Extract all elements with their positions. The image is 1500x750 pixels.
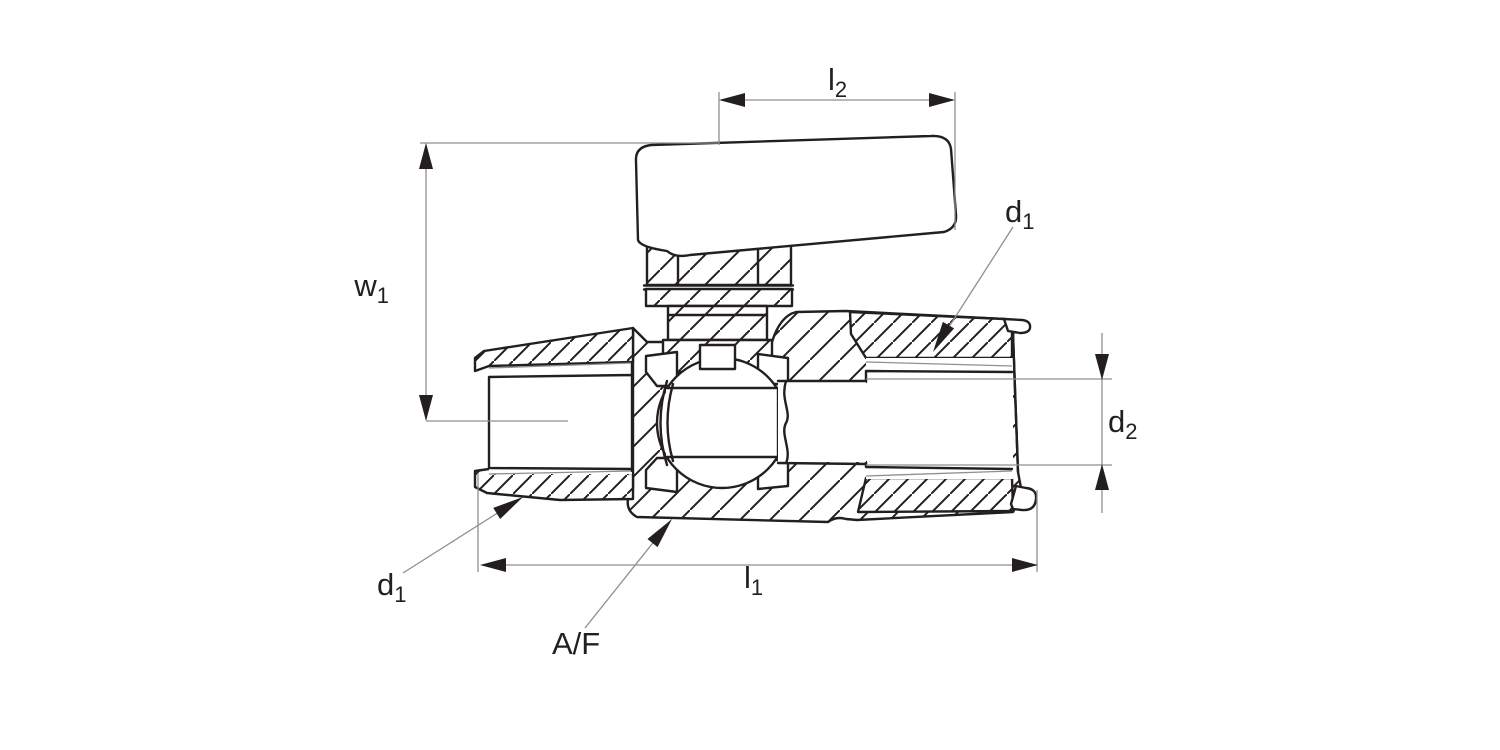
- seat-top-left: [644, 350, 679, 388]
- label-l1: l1: [744, 560, 763, 600]
- seat-crescent-lines: [659, 379, 675, 467]
- gland: [666, 304, 769, 342]
- dim-d2-arrow-top: [1095, 354, 1109, 380]
- right-port-top-wall: [848, 310, 1014, 360]
- stem-slot: [698, 343, 737, 371]
- dimension-d1-upper: d1: [927, 194, 1035, 356]
- right-chamber-bore-edges: [776, 379, 868, 466]
- dim-d2-arrow-bottom: [1095, 464, 1109, 490]
- seat-bottom-left: [644, 456, 679, 494]
- label-l2: l2: [828, 62, 847, 102]
- label-d1-lower: d1: [377, 567, 407, 607]
- dim-l2-arrow-right: [929, 93, 955, 107]
- dim-af-arrow: [647, 514, 678, 548]
- right-chamber-bore: [778, 382, 866, 462]
- label-d2: d2: [1108, 404, 1138, 444]
- left-port-top-wall: [473, 326, 635, 373]
- right-port-bore: [866, 358, 1013, 479]
- dimension-d2: d2: [866, 333, 1138, 513]
- dimension-d1-lower: d1: [377, 491, 527, 607]
- left-port-thread-relief-lines: [488, 362, 633, 475]
- dimensions: l2 w1 l1 d2 d1: [353, 62, 1137, 661]
- label-w1: w1: [353, 268, 389, 308]
- right-port-bottom-end-bead: [1009, 484, 1038, 512]
- packing-flange: [644, 287, 794, 308]
- left-port: [473, 326, 635, 502]
- dim-w1-arrow-bottom: [419, 395, 433, 421]
- dimension-l2: l2: [718, 62, 956, 230]
- right-port-top-end-bead: [1002, 317, 1032, 335]
- dimension-af: A/F: [552, 514, 678, 661]
- dim-l1-arrow-left: [480, 558, 506, 572]
- handle-lever: [634, 134, 958, 258]
- dim-l2-lines: [718, 92, 956, 230]
- right-port-thread-relief-lines: [865, 361, 1013, 477]
- dimension-l1: l1: [477, 473, 1038, 600]
- dim-d1-upper-leader: [937, 226, 1014, 345]
- label-af: A/F: [552, 626, 600, 661]
- dim-w1-arrow-top: [419, 143, 433, 169]
- ball-assembly: [644, 343, 868, 494]
- right-port-bore-edges: [864, 332, 1020, 474]
- left-port-bore-edges: [487, 361, 634, 473]
- right-port-bottom-wall: [856, 476, 1015, 514]
- dim-w1-lines: [420, 142, 719, 422]
- right-port: [848, 310, 1038, 514]
- label-d1-upper: d1: [1005, 194, 1035, 234]
- dimension-w1: w1: [353, 142, 719, 422]
- handle: [634, 134, 958, 258]
- dim-l1-arrow-right: [1012, 558, 1038, 572]
- chamber-joint-wavy-line: [783, 379, 789, 465]
- ball-bore: [666, 388, 778, 457]
- dim-l2-arrow-left: [719, 93, 745, 107]
- dim-l1-lines: [477, 473, 1038, 572]
